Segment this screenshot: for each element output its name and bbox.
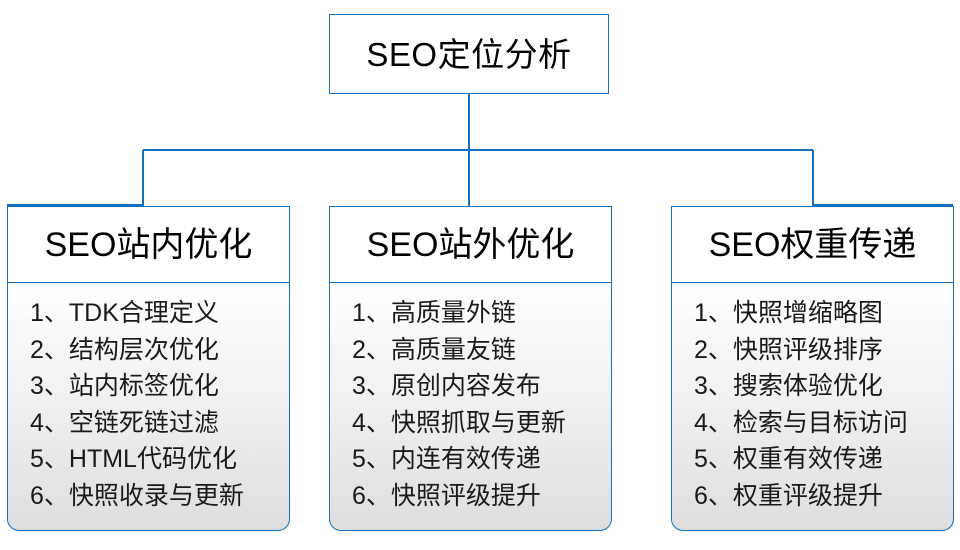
list-item-label: 快照评级提升	[390, 481, 541, 510]
list-item: 3、原创内容发布	[352, 368, 611, 405]
branch-list-3: 1、快照增缩略图 2、快照评级排序 3、搜索体验优化 4、检索与目标访问 5、权…	[671, 282, 954, 532]
list-item-number: 3、	[30, 372, 69, 401]
list-item-label: 原创内容发布	[390, 372, 541, 401]
list-item: 6、权重评级提升	[694, 478, 953, 515]
list-item-number: 4、	[694, 408, 733, 437]
list-item-label: 站内标签优化	[68, 372, 219, 401]
branch-header-2[interactable]: SEO站外优化	[329, 206, 612, 284]
list-item: 6、快照收录与更新	[30, 478, 289, 515]
list-item-label: 快照评级排序	[732, 335, 883, 364]
list-item-number: 6、	[30, 481, 69, 510]
list-item: 1、TDK合理定义	[30, 295, 289, 332]
list-item-number: 3、	[352, 372, 391, 401]
list-item-number: 1、	[694, 299, 733, 328]
list-item-number: 2、	[694, 335, 733, 364]
branch-header-3[interactable]: SEO权重传递	[671, 206, 954, 284]
branch-header-label-1: SEO站内优化	[44, 226, 253, 264]
root-node-title: SEO定位分析	[366, 35, 572, 73]
list-item: 2、快照评级排序	[694, 332, 953, 369]
list-item-number: 6、	[352, 481, 391, 510]
branch-column-2: SEO站外优化 1、高质量外链 2、高质量友链 3、原创内容发布 4、快照抓取与…	[329, 206, 612, 532]
branch-list-1: 1、TDK合理定义 2、结构层次优化 3、站内标签优化 4、空链死链过滤 5、H…	[7, 282, 290, 532]
list-item: 5、权重有效传递	[694, 441, 953, 478]
list-item-label: HTML代码优化	[68, 445, 237, 474]
branch-column-1: SEO站内优化 1、TDK合理定义 2、结构层次优化 3、站内标签优化 4、空链…	[7, 206, 290, 532]
list-item: 4、检索与目标访问	[694, 405, 953, 442]
branch-header-label-2: SEO站外优化	[366, 226, 575, 264]
list-item-label: TDK合理定义	[68, 299, 219, 328]
list-item-label: 空链死链过滤	[68, 408, 219, 437]
list-item: 1、快照增缩略图	[694, 295, 953, 332]
list-item-number: 1、	[30, 299, 69, 328]
list-item-label: 快照收录与更新	[68, 481, 244, 510]
list-item: 3、站内标签优化	[30, 368, 289, 405]
list-item-label: 快照增缩略图	[732, 299, 883, 328]
connector-branch-right	[812, 150, 953, 212]
list-item-label: 权重评级提升	[732, 481, 883, 510]
list-item-label: 检索与目标访问	[732, 408, 908, 437]
list-item-number: 5、	[30, 445, 69, 474]
branch-header-1[interactable]: SEO站内优化	[7, 206, 290, 284]
list-item-label: 权重有效传递	[732, 445, 883, 474]
list-item-label: 结构层次优化	[68, 335, 219, 364]
root-node[interactable]: SEO定位分析	[329, 14, 609, 94]
list-item: 3、搜索体验优化	[694, 368, 953, 405]
branch-list-2: 1、高质量外链 2、高质量友链 3、原创内容发布 4、快照抓取与更新 5、内连有…	[329, 282, 612, 532]
list-item-number: 2、	[352, 335, 391, 364]
list-item: 5、内连有效传递	[352, 441, 611, 478]
list-item-number: 5、	[694, 445, 733, 474]
list-item: 2、高质量友链	[352, 332, 611, 369]
list-item-label: 高质量外链	[390, 299, 516, 328]
branch-header-label-3: SEO权重传递	[708, 226, 917, 264]
list-item: 2、结构层次优化	[30, 332, 289, 369]
list-item: 5、HTML代码优化	[30, 441, 289, 478]
list-item: 6、快照评级提升	[352, 478, 611, 515]
list-item-number: 4、	[352, 408, 391, 437]
list-item-label: 快照抓取与更新	[390, 408, 566, 437]
list-item-number: 5、	[352, 445, 391, 474]
list-item-number: 2、	[30, 335, 69, 364]
list-item: 4、空链死链过滤	[30, 405, 289, 442]
list-item: 4、快照抓取与更新	[352, 405, 611, 442]
list-item-label: 搜索体验优化	[732, 372, 883, 401]
list-item: 1、高质量外链	[352, 295, 611, 332]
list-item-label: 内连有效传递	[390, 445, 541, 474]
connector-branch-left	[7, 150, 144, 212]
list-item-number: 3、	[694, 372, 733, 401]
list-item-number: 4、	[30, 408, 69, 437]
branch-column-3: SEO权重传递 1、快照增缩略图 2、快照评级排序 3、搜索体验优化 4、检索与…	[671, 206, 954, 532]
list-item-number: 1、	[352, 299, 391, 328]
list-item-label: 高质量友链	[390, 335, 516, 364]
list-item-number: 6、	[694, 481, 733, 510]
